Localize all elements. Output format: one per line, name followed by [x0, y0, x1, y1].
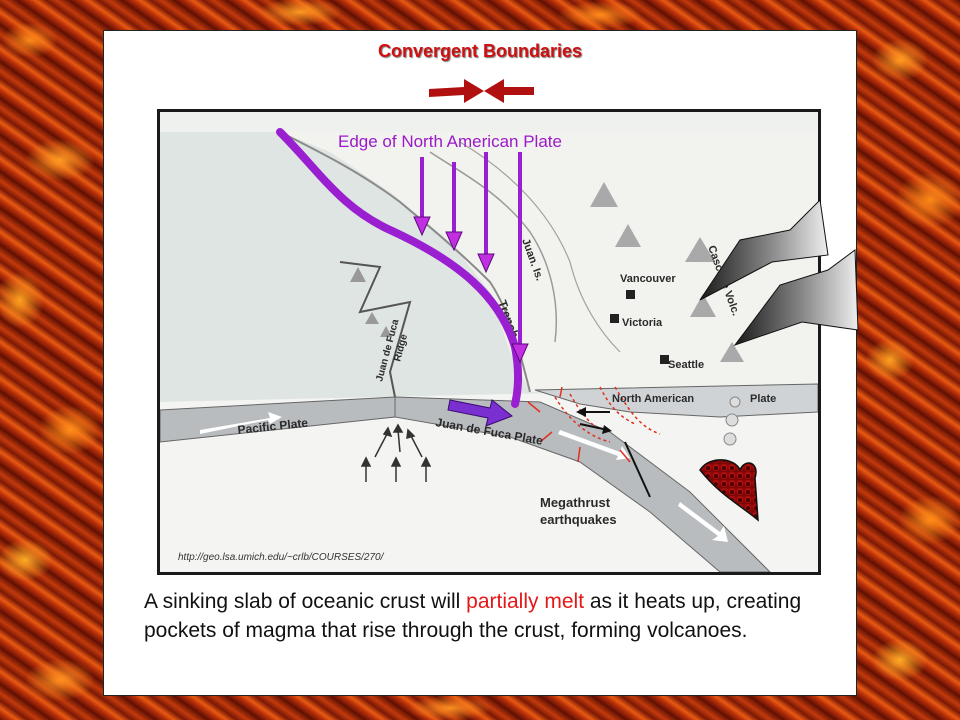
subduction-diagram: Juan. Is. Vancouver Victoria Seattle Cas… — [157, 109, 821, 575]
slide-title: Convergent Boundaries — [377, 41, 583, 61]
caption-text-1: A sinking slab of oceanic crust will — [144, 590, 467, 613]
label-seattle: Seattle — [668, 359, 704, 371]
plate-edge-callout: Edge of North American Plate — [338, 132, 562, 151]
caption-text-2: as it heats up, creating pockets of magm… — [144, 590, 802, 642]
slide-panel: Convergent Boundaries — [103, 30, 857, 696]
source-url[interactable]: http://geo.lsa.umich.edu/~crlb/COURSES/2… — [178, 552, 384, 563]
label-earthquakes: earthquakes — [540, 512, 617, 527]
converging-arrows-icon — [429, 79, 534, 103]
label-victoria: Victoria — [622, 317, 663, 329]
diagram-illustration: Juan. Is. Vancouver Victoria Seattle Cas… — [160, 128, 818, 572]
label-megathrust: Megathrust — [540, 495, 611, 510]
caption-highlight: partially melt — [466, 590, 585, 613]
label-north-american: North American — [612, 393, 694, 405]
label-plate: Plate — [750, 393, 776, 405]
slide-caption: A sinking slab of oceanic crust will par… — [144, 587, 824, 645]
purple-down-arrows — [413, 152, 529, 364]
label-vancouver: Vancouver — [620, 273, 676, 285]
